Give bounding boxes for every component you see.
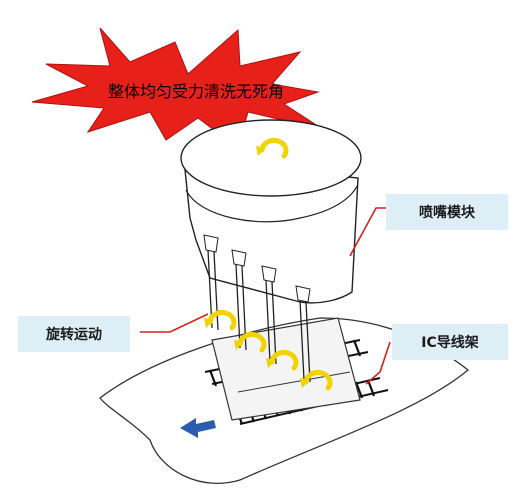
leader-nozzle-module — [349, 207, 386, 257]
nozzle-module — [180, 119, 362, 304]
label-rotation: 旋转运动 — [18, 316, 130, 352]
holder-strip — [211, 317, 361, 421]
rotor-1-icon — [207, 310, 237, 331]
rotor-4-icon — [303, 370, 333, 391]
label-nozzle-module: 喷嘴模块 — [386, 194, 508, 230]
rotor-top-icon — [259, 138, 289, 159]
nozzle-shafts — [207, 249, 311, 383]
label-ic-lead-frame: IC导线架 — [392, 324, 508, 360]
rotor-2-icon — [237, 332, 267, 353]
leader-rotation — [140, 313, 209, 333]
rotor-icons — [207, 138, 333, 391]
burst-caption: 整体均匀受力清洗无死角 — [107, 82, 284, 101]
leader-lines — [140, 207, 391, 385]
starburst-badge — [31, 27, 325, 149]
leader-ic-lead-frame — [365, 341, 391, 385]
direction-arrow-icon — [180, 418, 216, 438]
rotor-3-icon — [269, 350, 299, 371]
